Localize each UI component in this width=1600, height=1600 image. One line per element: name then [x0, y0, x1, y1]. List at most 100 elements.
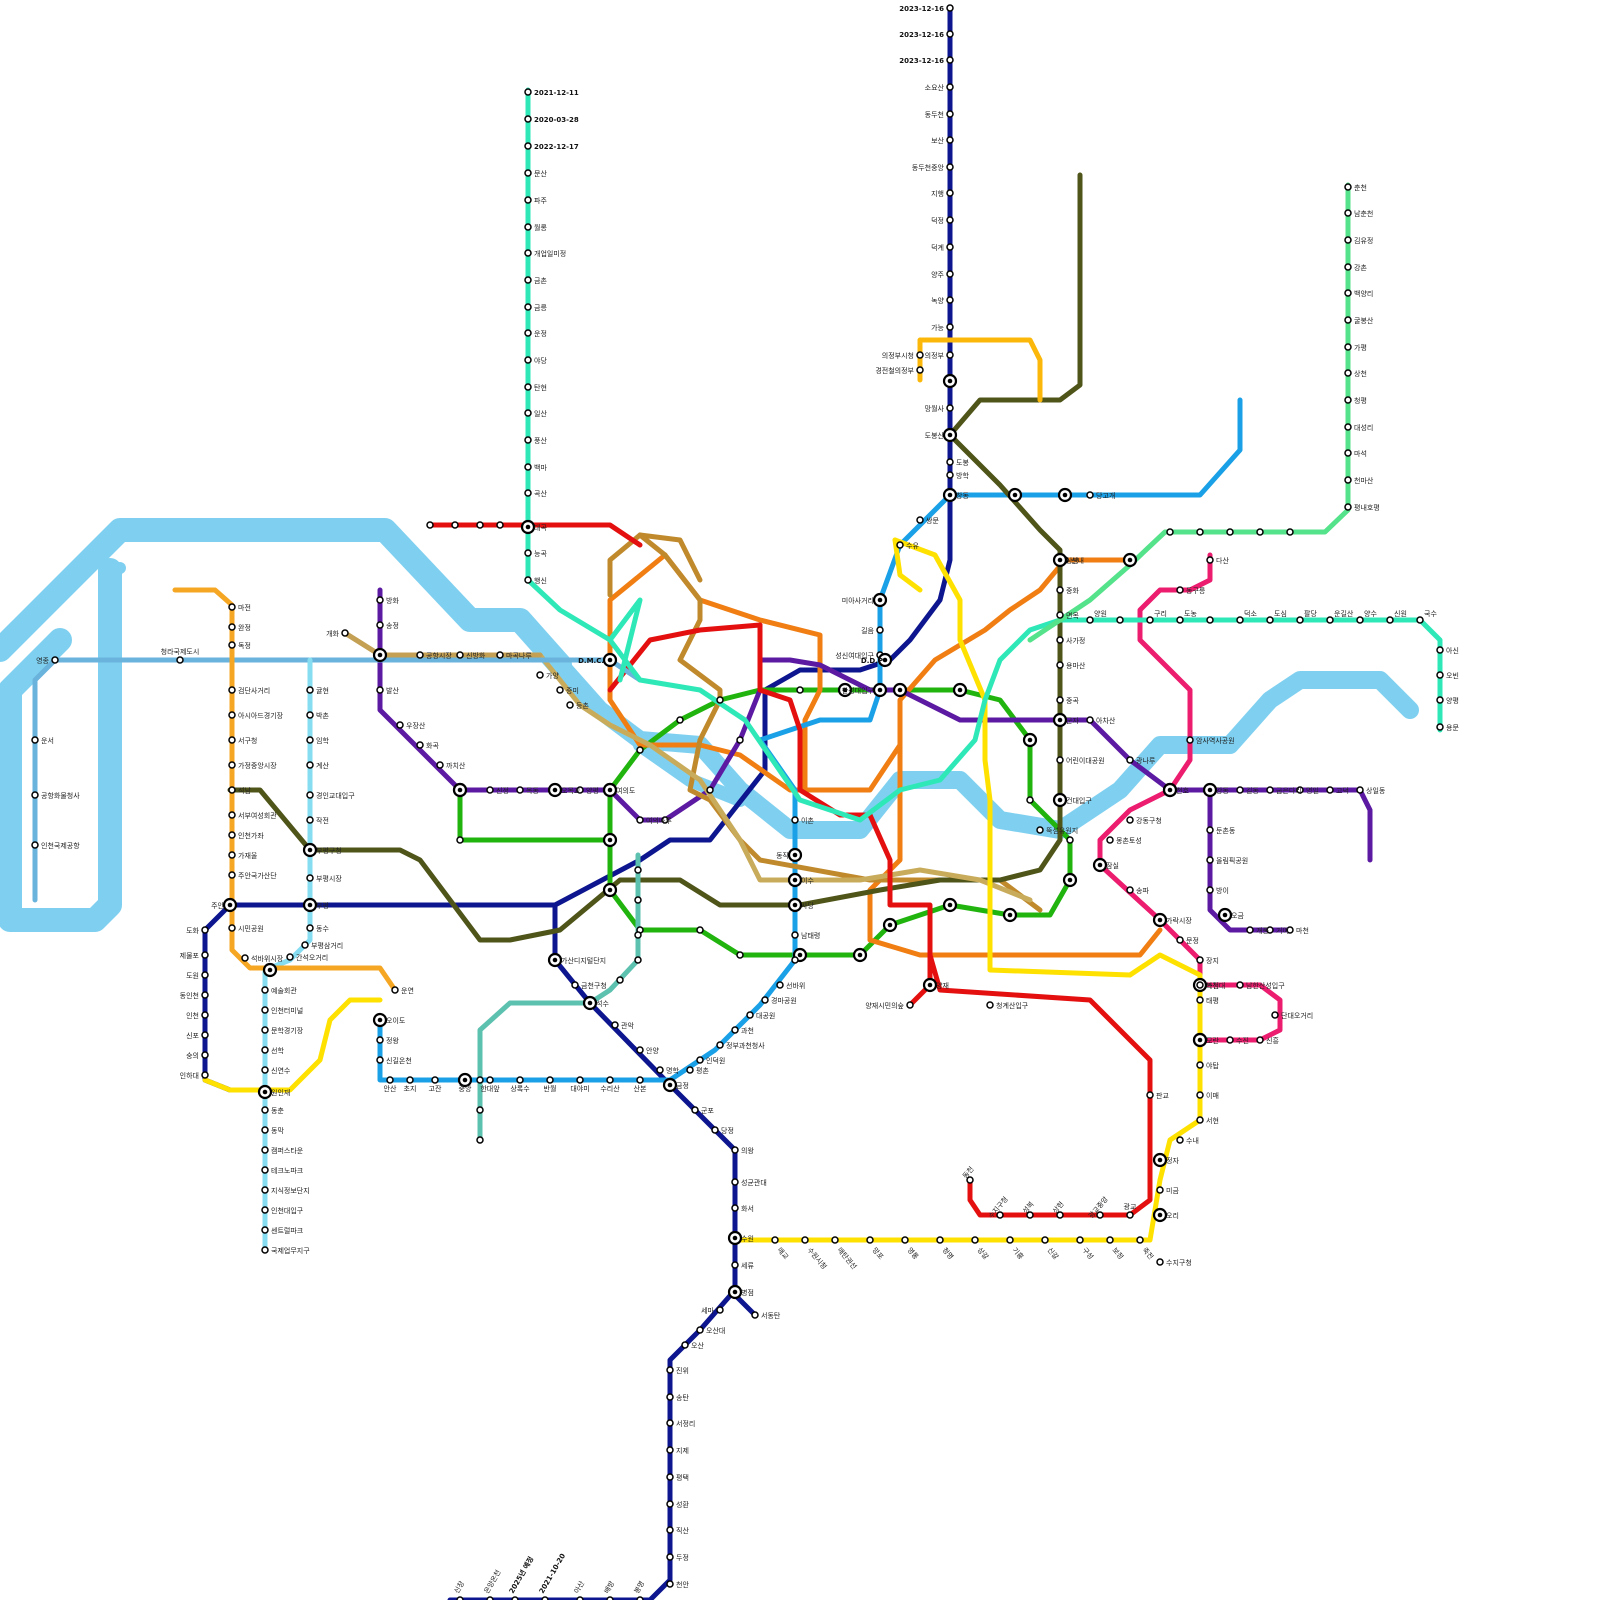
station-marker[interactable] — [666, 1500, 674, 1508]
station-marker[interactable] — [761, 996, 769, 1004]
station-marker[interactable] — [228, 871, 236, 879]
station-marker[interactable] — [1344, 263, 1352, 271]
station-marker[interactable] — [716, 1306, 724, 1314]
station-marker[interactable] — [731, 1146, 739, 1154]
station-marker[interactable] — [1256, 528, 1264, 536]
station-marker[interactable] — [476, 1106, 484, 1114]
station-marker[interactable] — [1236, 981, 1244, 989]
station-marker[interactable] — [946, 351, 954, 359]
station-marker[interactable] — [306, 924, 314, 932]
station-marker[interactable] — [1036, 826, 1044, 834]
station-marker[interactable] — [1344, 343, 1352, 351]
station-marker[interactable] — [936, 1236, 944, 1244]
station-marker[interactable] — [31, 841, 39, 849]
station-marker[interactable] — [1344, 209, 1352, 217]
station-marker[interactable] — [261, 1126, 269, 1134]
station-marker[interactable] — [376, 596, 384, 604]
station-marker[interactable] — [1296, 616, 1304, 624]
station-marker[interactable] — [306, 711, 314, 719]
station-marker[interactable] — [524, 169, 532, 177]
station-marker[interactable] — [261, 1186, 269, 1194]
station-marker[interactable] — [201, 951, 209, 959]
station-marker[interactable] — [566, 701, 574, 709]
station-marker[interactable] — [946, 296, 954, 304]
station-marker[interactable] — [571, 981, 579, 989]
station-marker[interactable] — [676, 716, 684, 724]
station-marker[interactable] — [636, 816, 644, 824]
station-marker[interactable] — [301, 941, 309, 949]
station-marker[interactable] — [751, 1311, 759, 1319]
station-marker[interactable] — [1116, 616, 1124, 624]
station-marker[interactable] — [1026, 796, 1034, 804]
station-marker[interactable] — [386, 1076, 394, 1084]
station-marker[interactable] — [306, 874, 314, 882]
station-marker[interactable] — [536, 671, 544, 679]
station-marker[interactable] — [636, 1596, 644, 1600]
station-marker[interactable] — [576, 1076, 584, 1084]
station-marker[interactable] — [791, 931, 799, 939]
station-marker[interactable] — [746, 1011, 754, 1019]
station-marker[interactable] — [496, 651, 504, 659]
station-marker[interactable] — [946, 323, 954, 331]
station-marker[interactable] — [1166, 528, 1174, 536]
station-marker[interactable] — [201, 1031, 209, 1039]
station-marker[interactable] — [666, 1446, 674, 1454]
station-marker[interactable] — [228, 851, 236, 859]
station-marker[interactable] — [706, 786, 714, 794]
station-marker[interactable] — [511, 1596, 519, 1600]
station-marker[interactable] — [524, 383, 532, 391]
station-marker[interactable] — [946, 110, 954, 118]
station-marker[interactable] — [306, 761, 314, 769]
station-marker[interactable] — [1041, 1236, 1049, 1244]
station-marker[interactable] — [1344, 369, 1352, 377]
station-marker[interactable] — [634, 896, 642, 904]
station-marker[interactable] — [1056, 611, 1064, 619]
station-marker[interactable] — [1176, 616, 1184, 624]
station-marker[interactable] — [1006, 1236, 1014, 1244]
station-marker[interactable] — [524, 115, 532, 123]
station-marker[interactable] — [1436, 723, 1444, 731]
station-marker[interactable] — [1344, 236, 1352, 244]
station-marker[interactable] — [1156, 1258, 1164, 1266]
station-marker[interactable] — [796, 686, 804, 694]
station-marker[interactable] — [1186, 736, 1194, 744]
station-marker[interactable] — [456, 1596, 464, 1600]
station-marker[interactable] — [524, 329, 532, 337]
station-marker[interactable] — [946, 83, 954, 91]
station-marker[interactable] — [1326, 786, 1334, 794]
station-marker[interactable] — [1056, 661, 1064, 669]
station-marker[interactable] — [261, 1166, 269, 1174]
station-marker[interactable] — [1146, 616, 1154, 624]
station-marker[interactable] — [241, 954, 249, 962]
station-marker[interactable] — [228, 786, 236, 794]
station-marker[interactable] — [576, 786, 584, 794]
station-marker[interactable] — [261, 1106, 269, 1114]
station-marker[interactable] — [946, 189, 954, 197]
station-marker[interactable] — [476, 1136, 484, 1144]
station-marker[interactable] — [1026, 1211, 1034, 1219]
station-marker[interactable] — [1126, 816, 1134, 824]
station-marker[interactable] — [228, 623, 236, 631]
station-marker[interactable] — [524, 549, 532, 557]
station-marker[interactable] — [1356, 616, 1364, 624]
station-marker[interactable] — [406, 1076, 414, 1084]
station-marker[interactable] — [656, 1066, 664, 1074]
station-marker[interactable] — [1246, 926, 1254, 934]
station-marker[interactable] — [916, 366, 924, 374]
station-marker[interactable] — [686, 1066, 694, 1074]
station-marker[interactable] — [1256, 1036, 1264, 1044]
station-marker[interactable] — [228, 641, 236, 649]
station-marker[interactable] — [261, 1246, 269, 1254]
station-marker[interactable] — [1226, 528, 1234, 536]
station-marker[interactable] — [306, 686, 314, 694]
station-marker[interactable] — [176, 656, 184, 664]
station-marker[interactable] — [376, 621, 384, 629]
station-marker[interactable] — [916, 516, 924, 524]
station-marker[interactable] — [341, 629, 349, 637]
station-marker[interactable] — [1196, 956, 1204, 964]
station-marker[interactable] — [546, 1076, 554, 1084]
station-marker[interactable] — [261, 1146, 269, 1154]
station-marker[interactable] — [228, 686, 236, 694]
station-marker[interactable] — [986, 1001, 994, 1009]
station-marker[interactable] — [1286, 528, 1294, 536]
